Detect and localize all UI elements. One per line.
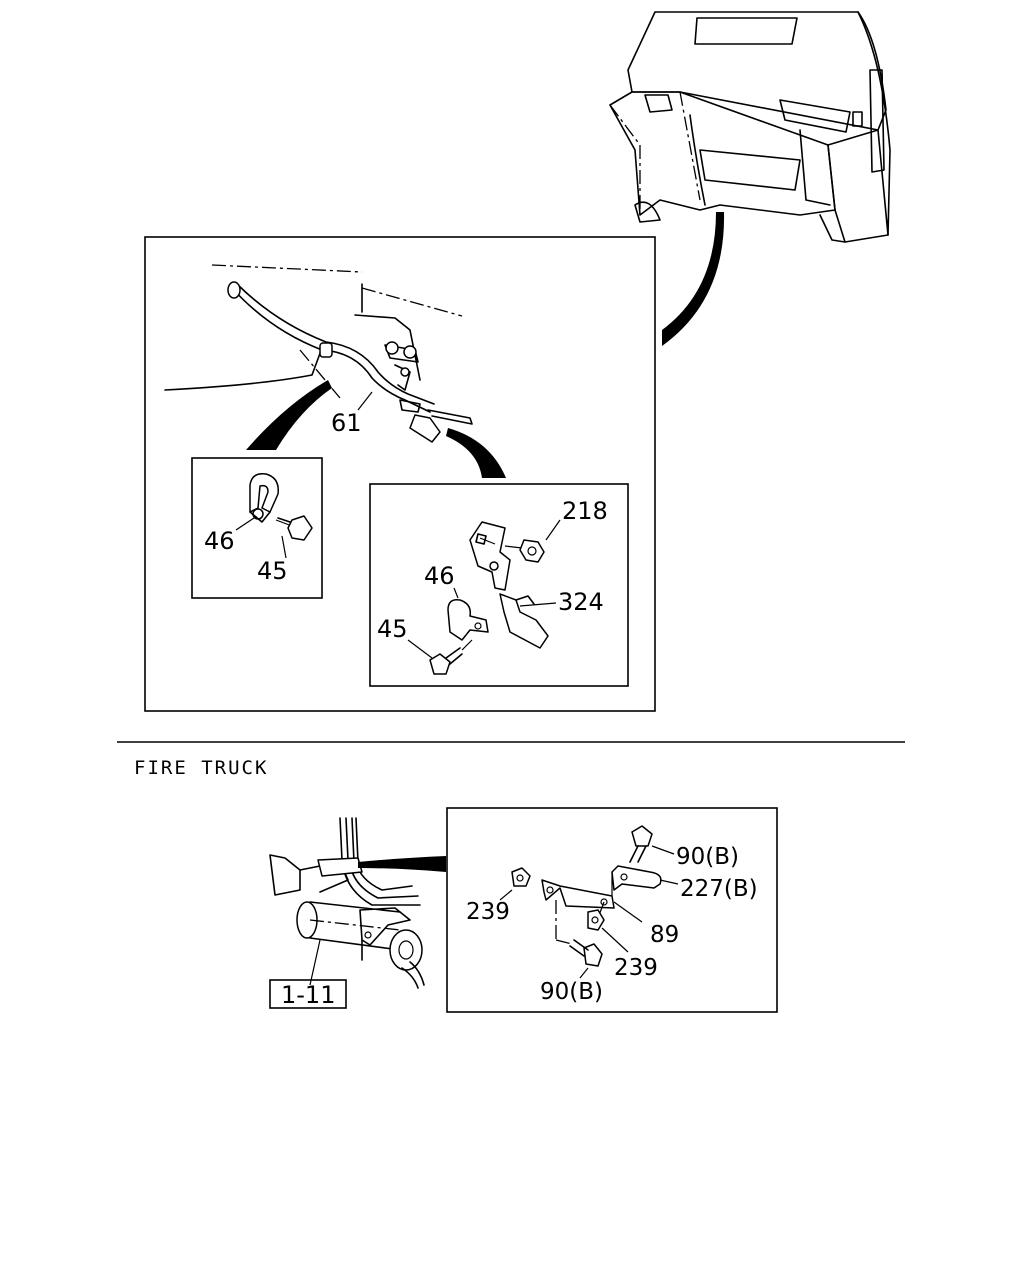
fire-truck-muffler-illustration [269, 817, 425, 989]
upper-detail-frame [144, 236, 656, 712]
callout-bolt-bottom: 90(B) [540, 979, 603, 1005]
reference-box [269, 979, 347, 1009]
bracket-assembly-illustration-right [429, 521, 549, 675]
callout-bolt-right: 45 [377, 615, 408, 643]
callout-clip-right: 46 [424, 562, 455, 590]
callout-bracket-right: 324 [558, 588, 604, 616]
callout-nut-right: 218 [562, 497, 608, 525]
callout-bolt-left: 45 [257, 557, 288, 585]
callout-bracket: 89 [650, 922, 679, 948]
lower-detail-frame [446, 807, 778, 1013]
callout-clamp: 227(B) [680, 876, 758, 902]
clip-bolt-illustration-left [249, 472, 313, 541]
clip-detail-frame [191, 457, 323, 599]
cab-overview-illustration [609, 11, 891, 346]
callout-bolt-top: 90(B) [676, 844, 739, 870]
callout-harness: 61 [331, 409, 362, 437]
callout-clip-left: 46 [204, 527, 235, 555]
harness-routing-illustration [164, 264, 473, 443]
callout-nut-left: 239 [466, 899, 510, 925]
clamp-bracket-illustration [511, 825, 662, 967]
callout-nut-right: 239 [614, 955, 658, 981]
bracket-detail-frame [369, 483, 629, 687]
section-heading-fire-truck: FIRE TRUCK [134, 757, 268, 779]
reference-box-label: 1-11 [281, 981, 335, 1009]
